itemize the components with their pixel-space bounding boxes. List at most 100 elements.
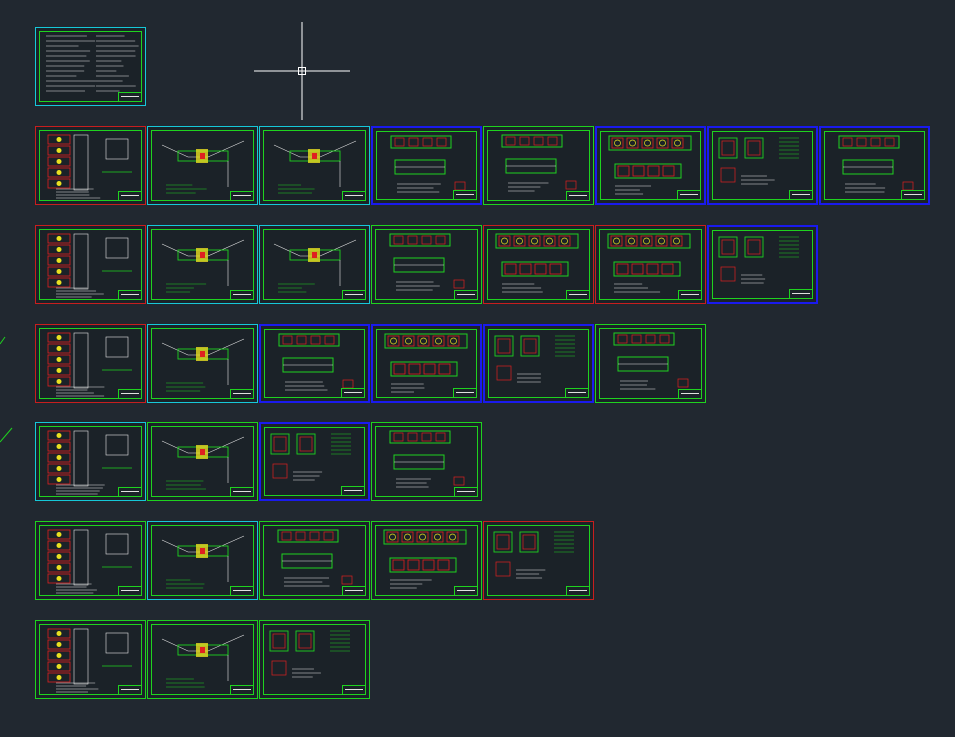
title-block xyxy=(230,487,254,497)
title-block xyxy=(453,388,477,398)
title-block xyxy=(230,586,254,596)
sheet-border xyxy=(151,328,254,399)
sheet-drawing xyxy=(384,333,468,393)
sheet-drawing xyxy=(161,634,245,688)
sheet-drawing xyxy=(389,430,465,488)
drawing-sheet[interactable] xyxy=(35,225,146,304)
sheet-border xyxy=(375,229,478,300)
title-block xyxy=(566,191,590,201)
sheet-drawing xyxy=(495,233,579,293)
title-block xyxy=(566,290,590,300)
title-block xyxy=(230,191,254,201)
sheet-border xyxy=(151,130,254,201)
sheet-drawing xyxy=(47,233,132,298)
drawing-sheet[interactable] xyxy=(595,225,706,304)
drawing-sheet[interactable] xyxy=(819,126,930,205)
drawing-sheet[interactable] xyxy=(483,521,594,600)
sheet-drawing xyxy=(47,529,132,594)
drawing-sheet[interactable] xyxy=(35,620,146,699)
sheet-border xyxy=(599,229,702,300)
title-block xyxy=(118,290,142,300)
sheet-drawing xyxy=(607,233,691,293)
title-block xyxy=(454,487,478,497)
sheet-drawing xyxy=(613,332,689,390)
drawing-sheet[interactable] xyxy=(371,126,482,205)
drawing-sheet[interactable] xyxy=(371,225,482,304)
drawing-sheet[interactable] xyxy=(483,225,594,304)
title-block xyxy=(341,388,365,398)
drawing-sheet[interactable] xyxy=(483,126,594,205)
title-block xyxy=(230,389,254,399)
drawing-sheet[interactable] xyxy=(595,126,706,205)
drawing-sheet[interactable] xyxy=(483,324,594,403)
sheet-drawing xyxy=(161,140,245,194)
drawing-sheet[interactable] xyxy=(371,521,482,600)
sheet-border xyxy=(39,328,142,399)
drawing-sheet[interactable] xyxy=(707,225,818,304)
sheet-border xyxy=(39,426,142,497)
sheet-drawing xyxy=(269,630,350,678)
sheet-border xyxy=(487,525,590,596)
drawing-sheet[interactable] xyxy=(371,324,482,403)
title-block xyxy=(453,190,477,200)
title-block xyxy=(454,290,478,300)
drawing-sheet[interactable] xyxy=(371,422,482,501)
sheet-border xyxy=(712,230,813,299)
sheet-border xyxy=(263,130,366,201)
sheet-drawing xyxy=(47,134,132,199)
sheet-drawing xyxy=(718,236,799,284)
title-block xyxy=(230,290,254,300)
sheet-border xyxy=(151,624,254,695)
sheet-border xyxy=(39,525,142,596)
drawing-sheet[interactable] xyxy=(147,620,258,699)
sheet-drawing xyxy=(161,535,245,589)
title-block xyxy=(118,586,142,596)
sheet-drawing xyxy=(278,333,354,391)
drawing-sheet[interactable] xyxy=(147,225,258,304)
sheet-drawing xyxy=(608,135,692,195)
drawing-sheet[interactable] xyxy=(35,521,146,600)
sheet-border xyxy=(488,329,589,398)
drawing-sheet[interactable] xyxy=(259,521,370,600)
sheet-border xyxy=(487,130,590,201)
title-block xyxy=(342,685,366,695)
drawing-sheet[interactable] xyxy=(707,126,818,205)
sheet-border xyxy=(263,229,366,300)
sheet-border xyxy=(487,229,590,300)
title-block xyxy=(342,290,366,300)
sheet-drawing xyxy=(390,135,466,193)
title-block xyxy=(677,190,701,200)
title-block xyxy=(678,389,702,399)
sheet-border xyxy=(39,130,142,201)
drawing-sheet[interactable] xyxy=(35,422,146,501)
sheet-border xyxy=(599,328,702,399)
drawing-sheet[interactable] xyxy=(259,422,370,501)
drawing-sheet[interactable] xyxy=(259,225,370,304)
sheet-drawing xyxy=(161,239,245,293)
sheet-border xyxy=(39,31,142,102)
title-block xyxy=(789,190,813,200)
drawing-sheet[interactable] xyxy=(259,620,370,699)
drawing-sheet[interactable] xyxy=(259,324,370,403)
drawing-sheet[interactable] xyxy=(595,324,706,403)
sheet-border xyxy=(376,329,477,398)
title-block xyxy=(118,685,142,695)
sheet-border xyxy=(39,624,142,695)
title-block xyxy=(230,685,254,695)
drawing-sheet[interactable] xyxy=(35,126,146,205)
drawing-sheet[interactable] xyxy=(147,324,258,403)
drawing-sheet[interactable] xyxy=(259,126,370,205)
title-block xyxy=(789,289,813,299)
drawing-sheet[interactable] xyxy=(147,422,258,501)
sheet-border xyxy=(824,131,925,200)
sheet-drawing xyxy=(270,433,351,481)
drawing-sheet[interactable] xyxy=(147,521,258,600)
sheet-drawing xyxy=(273,140,357,194)
drawing-sheet[interactable] xyxy=(35,324,146,403)
sheet-border xyxy=(712,131,813,200)
sheet-border xyxy=(375,426,478,497)
drawing-sheet[interactable] xyxy=(147,126,258,205)
sheet-border xyxy=(263,525,366,596)
drawing-sheet[interactable] xyxy=(35,27,146,106)
